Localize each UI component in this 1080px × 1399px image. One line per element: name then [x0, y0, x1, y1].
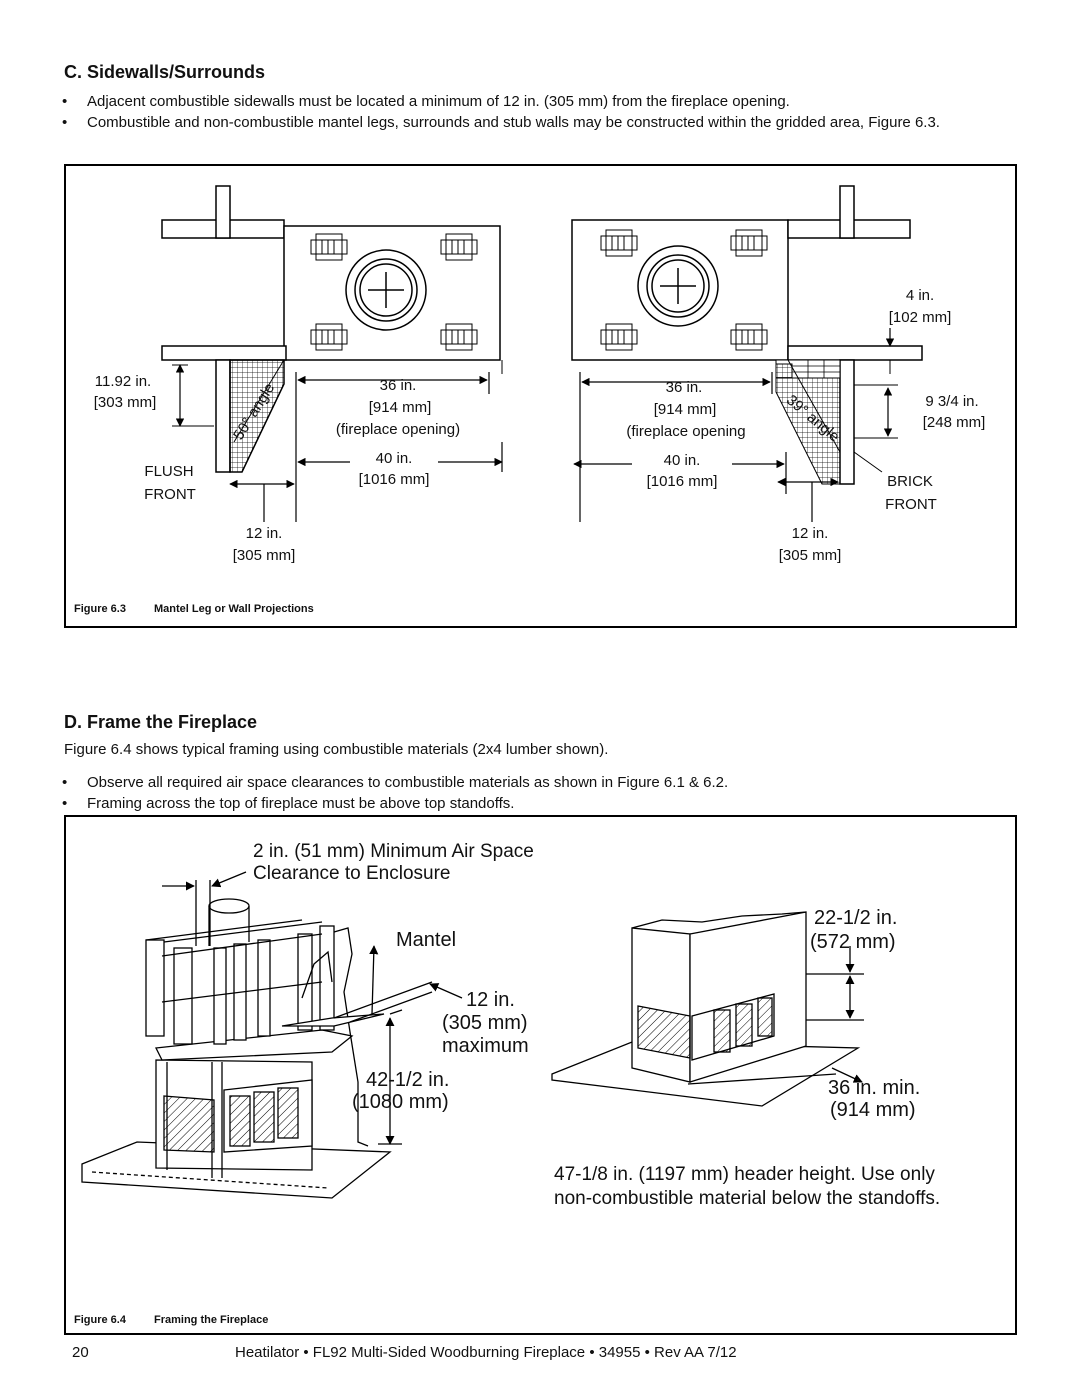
- enclosure-drawing: [551, 911, 864, 1107]
- right-opening-in: 36 in.: [666, 379, 703, 396]
- right-side-mm: [305 mm]: [779, 547, 842, 564]
- min-2: (914 mm): [830, 1099, 916, 1121]
- section-c-heading: C. Sidewalls/Surrounds: [64, 62, 266, 82]
- mantel-height-2: (1080 mm): [352, 1091, 449, 1113]
- header-note-1: 47-1/8 in. (1197 mm) header height. Use …: [554, 1164, 935, 1185]
- figure-6-3-caption-number: Figure 6.3: [74, 603, 126, 615]
- section-d-intro: Figure 6.4 shows typical framing using c…: [64, 741, 609, 758]
- framing-diagram: 2 in. (51 mm) Minimum Air Space Clearanc…: [81, 841, 940, 1209]
- mantel-height-1: 42-1/2 in.: [366, 1069, 449, 1091]
- left-width-mm: [1016 mm]: [359, 471, 430, 488]
- right-depth-mm: [248 mm]: [923, 414, 986, 431]
- page-number: 20: [72, 1344, 89, 1361]
- left-width-in: 40 in.: [376, 450, 413, 467]
- right-width-in: 40 in.: [664, 452, 701, 469]
- section-d-bullet: Framing across the top of fireplace must…: [60, 793, 1020, 814]
- left-opening-in: 36 in.: [380, 377, 417, 394]
- mantel-depth-1: 12 in.: [466, 989, 515, 1011]
- section-c-bullets: Adjacent combustible sidewalls must be l…: [60, 91, 1020, 133]
- top-height-1: 22-1/2 in.: [814, 907, 897, 929]
- right-top-mm: [102 mm]: [889, 309, 952, 326]
- mantel-depth-2: (305 mm): [442, 1012, 528, 1034]
- top-height-2: (572 mm): [810, 931, 896, 953]
- left-depth-in: 11.92 in.: [95, 373, 151, 390]
- header-note-2: non-combustible material below the stand…: [554, 1188, 940, 1209]
- section-d-bullets: Observe all required air space clearance…: [60, 772, 1020, 814]
- right-opening-mm: [914 mm]: [654, 401, 717, 418]
- figure-6-4-caption-number: Figure 6.4: [74, 1314, 126, 1326]
- figure-6-4-caption: Figure 6.4 Framing the Fireplace: [74, 1314, 268, 1326]
- right-top-in: 4 in.: [906, 287, 934, 304]
- left-opening-note: (fireplace opening): [336, 421, 460, 438]
- right-side-in: 12 in.: [792, 525, 829, 542]
- mantel-leg-diagram: 11.92 in. [303 mm] 50° angle FLUSH FRONT…: [94, 185, 986, 564]
- right-opening-note: (fireplace opening: [626, 423, 745, 440]
- left-side-mm: [305 mm]: [233, 547, 296, 564]
- section-d-bullet: Observe all required air space clearance…: [60, 772, 1020, 793]
- section-d-heading: D. Frame the Fireplace: [64, 712, 258, 732]
- left-front-line1: FLUSH: [144, 463, 193, 480]
- airspace-line2: Clearance to Enclosure: [253, 863, 451, 884]
- figure-6-4: 2 in. (51 mm) Minimum Air Space Clearanc…: [64, 815, 1017, 1335]
- left-unit-drawing: [161, 185, 503, 522]
- figure-6-3-caption-title: Mantel Leg or Wall Projections: [154, 603, 314, 615]
- footer-text: Heatilator • FL92 Multi-Sided Woodburnin…: [235, 1344, 737, 1361]
- figure-6-3: 11.92 in. [303 mm] 50° angle FLUSH FRONT…: [64, 164, 1017, 628]
- left-side-in: 12 in.: [246, 525, 283, 542]
- airspace-line1: 2 in. (51 mm) Minimum Air Space: [253, 841, 534, 862]
- figure-6-3-caption: Figure 6.3 Mantel Leg or Wall Projections: [74, 603, 314, 615]
- figure-6-4-caption-title: Framing the Fireplace: [154, 1314, 269, 1326]
- section-c-bullet: Adjacent combustible sidewalls must be l…: [60, 91, 1020, 112]
- right-front-line2: FRONT: [885, 496, 937, 513]
- left-front-line2: FRONT: [144, 486, 196, 503]
- mantel-depth-3: maximum: [442, 1035, 529, 1057]
- mantel-label: Mantel: [396, 929, 456, 951]
- min-1: 36 in. min.: [828, 1077, 920, 1099]
- left-opening-mm: [914 mm]: [369, 399, 432, 416]
- right-depth-in: 9 3/4 in.: [925, 393, 978, 410]
- right-width-mm: [1016 mm]: [647, 473, 718, 490]
- right-front-line1: BRICK: [887, 473, 933, 490]
- left-depth-mm: [303 mm]: [94, 394, 157, 411]
- right-unit-drawing: [571, 185, 923, 522]
- section-c-bullet: Combustible and non-combustible mantel l…: [60, 112, 1020, 133]
- framed-fireplace-drawing: [81, 871, 463, 1199]
